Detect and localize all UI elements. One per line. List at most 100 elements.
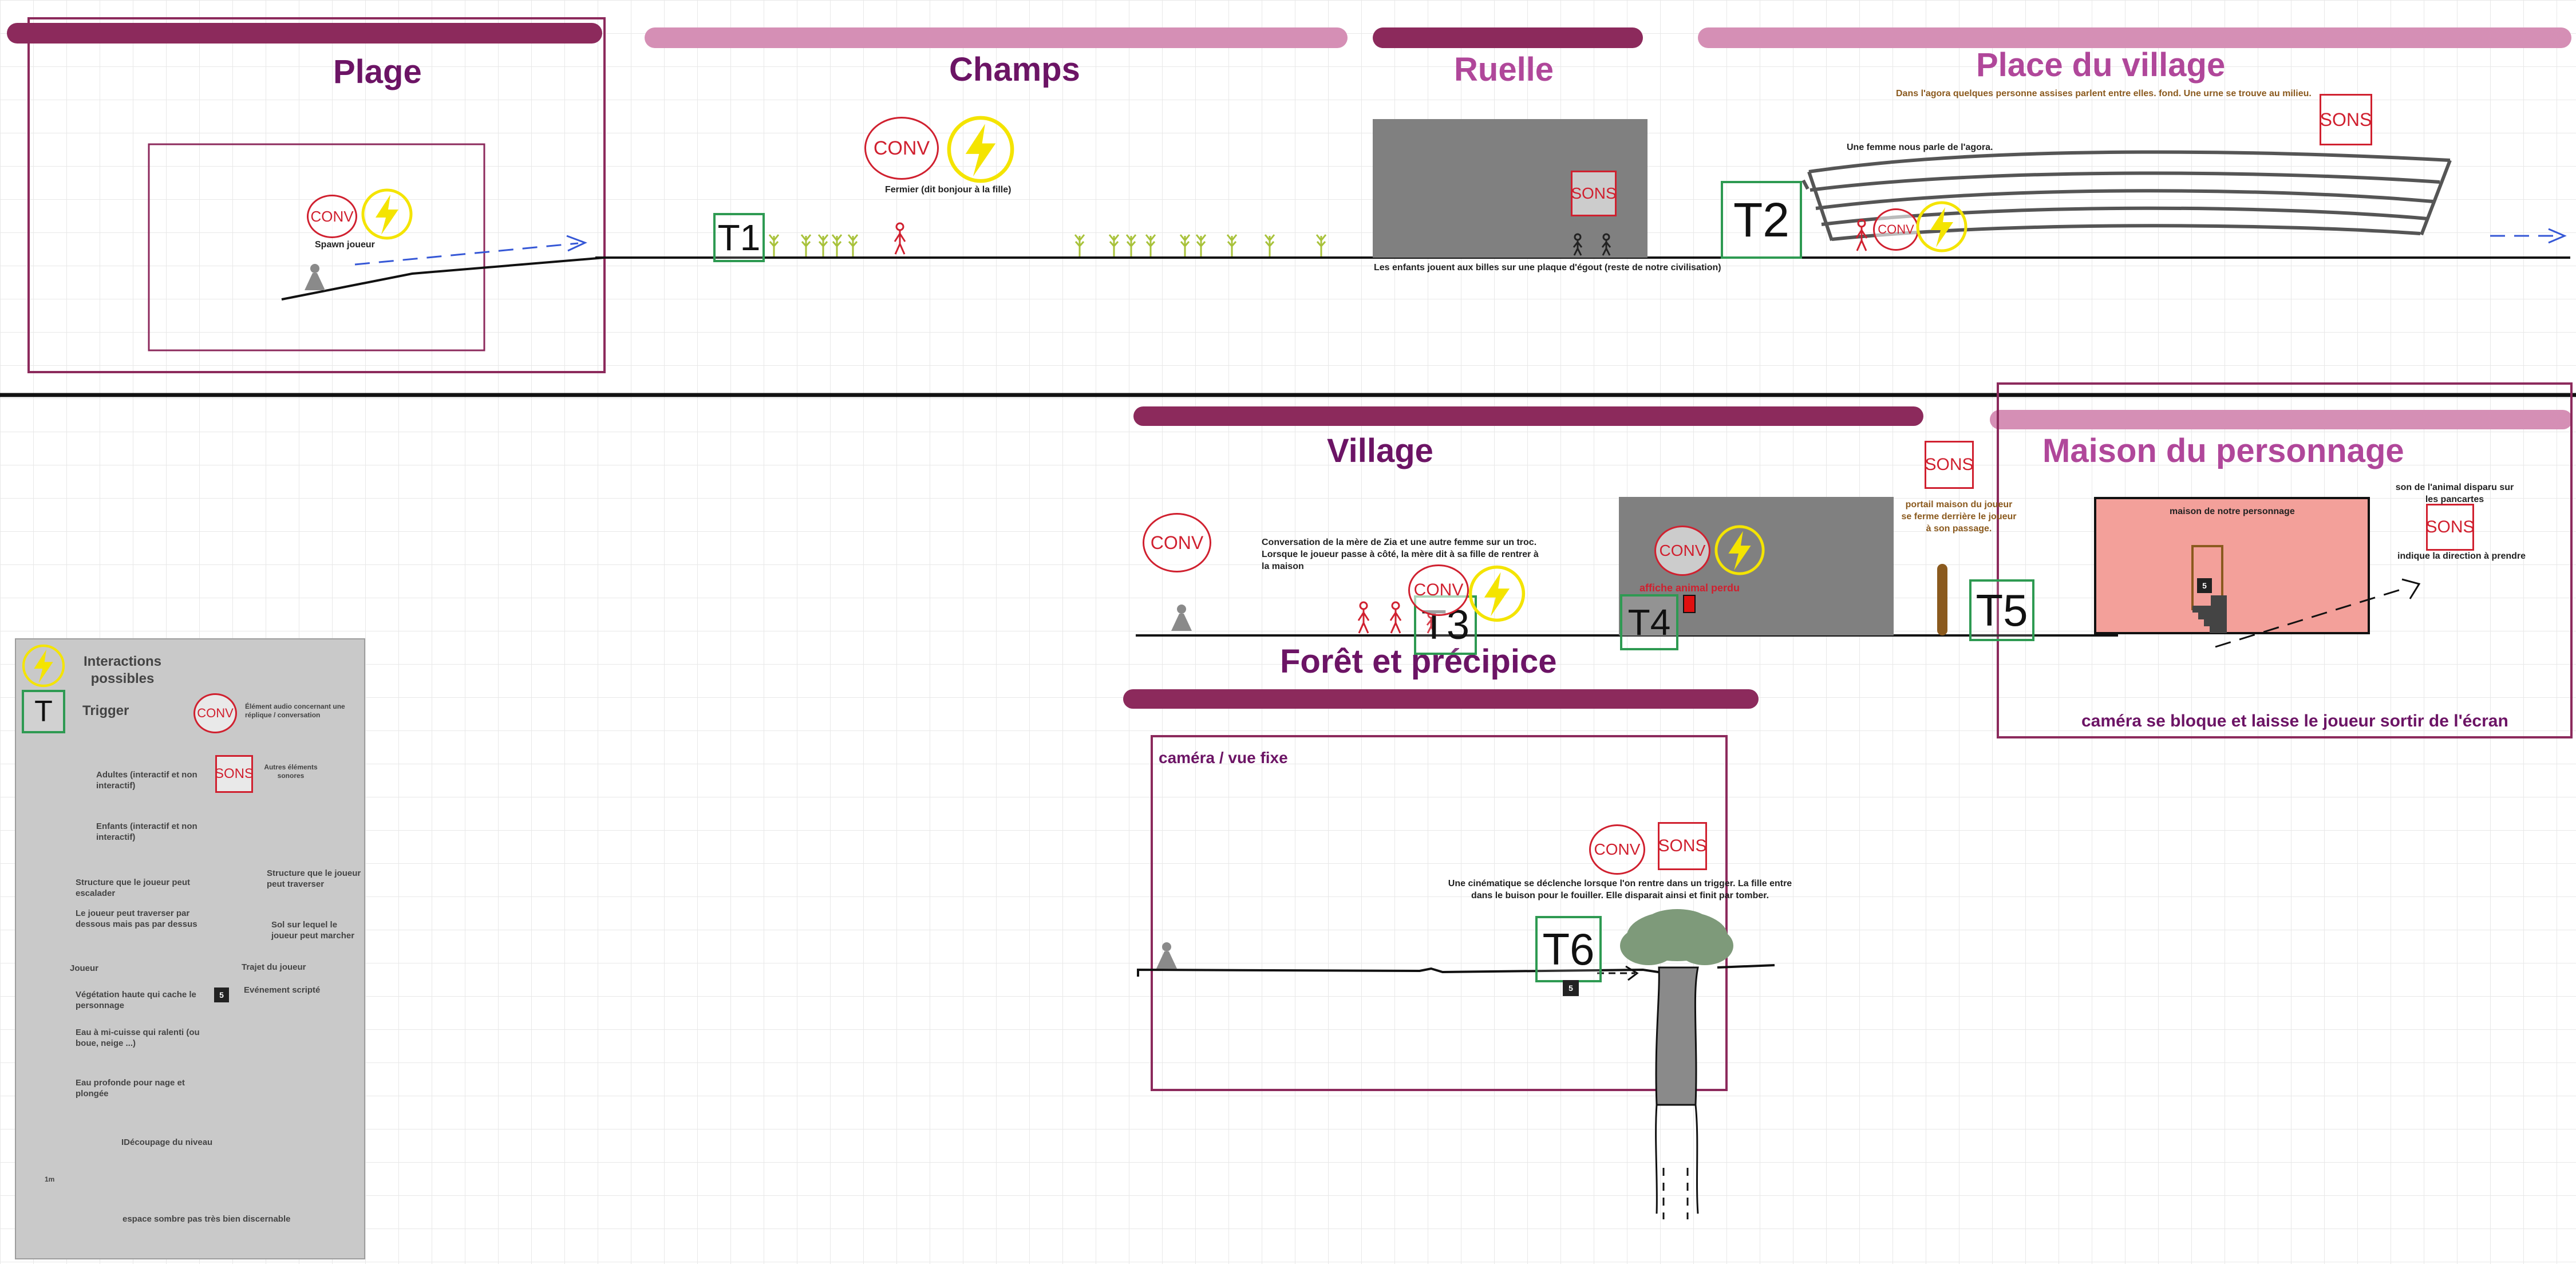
camera-lock-note: caméra se bloque et laisse le joueur sor… [2081,712,2508,730]
lightning-icon[interactable] [1467,563,1527,624]
lightning-icon[interactable] [359,187,414,242]
title-foret: Forêt et précipice [1280,643,1557,680]
title-plage: Plage [333,53,422,90]
animal-sound-note: son de l'animal disparu sur les pancarte… [2395,483,2514,504]
legend-scripted: Evénement scripté [244,985,321,995]
adult-figure [1357,601,1370,634]
gate-post [1937,564,1947,635]
legend-ground: Sol sur lequel le joueur peut marcher [271,920,355,941]
camera-frame-foret [1151,735,1728,1091]
title-champs: Champs [949,51,1080,88]
player-path-plage [354,242,579,266]
woman-figure [1855,219,1868,252]
player-path-house [2215,587,2405,648]
house-label: maison de notre personnage [2170,507,2295,516]
level-cut-place [1698,27,2571,48]
plage-frame [27,17,606,373]
fixed-camera-label: caméra / vue fixe [1159,749,1288,767]
camera-frame-plage [148,143,485,351]
lost-animal-poster [1683,595,1696,613]
conv-marker-place[interactable]: CONV [1873,208,1919,251]
cinematic-note: Une cinématique se déclenche lorsque l'o… [1448,879,1792,900]
agora-note: Dans l'agora quelques personne assises p… [1896,89,2312,98]
trigger-t6[interactable]: T6 [1535,916,1602,982]
lightning-icon[interactable] [1914,199,1969,254]
conv-marker-foret[interactable]: CONV [1589,824,1645,875]
direction-note: indique la direction à prendre [2397,551,2526,561]
ruelle-note: Les enfants jouent aux billes sur une pl… [1374,263,1721,272]
legend-deep-water: Eau profonde pour nage et plongée [76,1078,185,1099]
legend-sons-desc: Autres éléments sonores [264,763,318,780]
scripted-event-marker[interactable]: 5 [2197,578,2212,593]
sons-marker-ruelle[interactable]: SONS [1571,171,1617,216]
house [2094,497,2370,634]
ground-foret [1137,967,1666,977]
level-cut-foret [1123,689,1759,709]
title-maison: Maison du personnage [2042,432,2404,469]
legend-player: Joueur [70,963,99,973]
level-cut-champs [645,27,1348,48]
trigger-t5[interactable]: T5 [1969,579,2034,641]
player-foret [1156,942,1177,969]
gate-note: portail maison du joueur se ferme derriè… [1901,500,2017,534]
level-cut-ruelle [1373,27,1643,48]
legend-climb: Structure que le joueur peut escalader [76,878,191,898]
scripted-event-marker[interactable]: 5 [1563,980,1579,996]
legend-shallow-water: Eau à mi-cuisse qui ralenti (ou boue, ne… [76,1028,200,1048]
vegetation-champs [768,234,1327,258]
conv-marker-champs[interactable]: CONV [864,117,939,180]
farmer-label: Fermier (dit bonjour à la fille) [885,185,1012,195]
legend-level-cut: IDécoupage du niveau [121,1137,213,1147]
conv-marker-village[interactable]: CONV [1143,513,1211,572]
conv-marker-affiche[interactable]: CONV [1654,526,1710,576]
tree-foliage [1620,909,1733,965]
legend-vegetation: Végétation haute qui cache le personnage [76,990,196,1010]
adult-figure [1389,601,1402,634]
legend-conv-desc: Élément audio concernant une réplique / … [245,702,345,719]
lightning-icon[interactable] [945,113,1017,185]
woman-note: Une femme nous parle de l'agora. [1847,143,1993,152]
legend-cross: Structure que le joueur peut traverser [267,868,361,889]
legend-sons-marker: SONS [215,755,254,793]
precipice-left [1655,1104,1658,1214]
maison-frame [1997,382,2573,738]
ground-plage [281,256,605,301]
legend-adults: Adultes (interactif et non interactif) [96,770,197,791]
level-cut-village [1133,406,1923,426]
lightning-icon[interactable] [1713,523,1767,577]
player-spawn [305,264,325,290]
trigger-t1[interactable]: T1 [713,213,765,262]
legend-scripted-marker: 5 [214,988,229,1002]
village-note: Conversation de la mère de Zia et une au… [1262,538,1539,571]
precipice-right [1694,1104,1699,1214]
sons-marker-village[interactable]: SONS [1925,441,1974,489]
spawn-label: Spawn joueur [315,240,375,250]
tree-trunk [1655,966,1699,1106]
house-stairs [2192,595,2227,633]
farmer-figure [894,222,906,255]
legend-trigger-box: T [22,690,65,733]
legend-conv-marker: CONV [193,693,237,733]
sons-marker-maison[interactable]: SONS [2425,504,2475,551]
lightning-icon [22,644,65,688]
player-village [1171,605,1192,631]
legend-trigger: Trigger [82,703,129,718]
legend-scale: 1m [45,1175,55,1183]
legend-under: Le joueur peut traverser par dessous mai… [76,908,197,929]
legend-children: Enfants (interactif et non interactif) [96,821,197,842]
trigger-t2[interactable]: T2 [1721,181,1802,259]
level-cut-maison [1990,410,2573,429]
title-place: Place du village [1976,46,2226,84]
legend-dark-space: espace sombre pas très bien discernable [123,1214,291,1224]
level-cut-plage [7,23,602,44]
title-village: Village [1327,432,1433,469]
conv-marker-village-2[interactable]: CONV [1408,564,1469,616]
legend-panel: Interactions possibles T Trigger CONV Él… [15,638,365,1259]
trigger-t4[interactable]: T4 [1620,594,1678,650]
sons-marker-foret[interactable]: SONS [1658,822,1707,870]
sons-marker-place[interactable]: SONS [2320,94,2372,145]
lost-animal-label: affiche animal perdu [1639,582,1740,594]
conv-marker-plage[interactable]: CONV [307,195,357,238]
